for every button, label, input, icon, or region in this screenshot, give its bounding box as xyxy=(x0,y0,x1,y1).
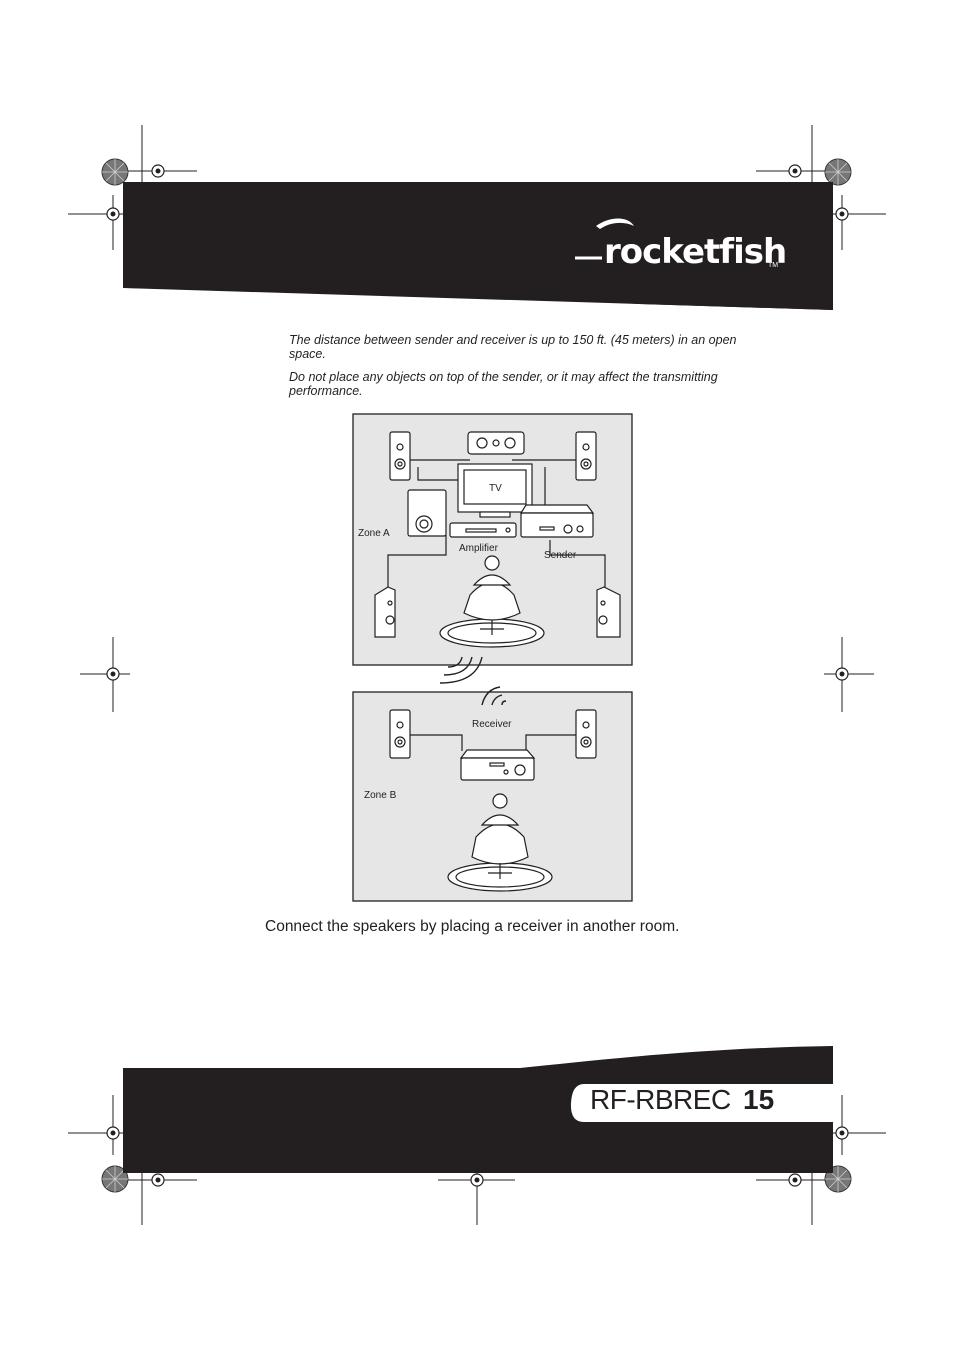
chair-zone-b xyxy=(471,823,529,865)
speaker-zone-b-right xyxy=(575,709,597,759)
logo-swoosh xyxy=(596,218,634,229)
speaker-front-right xyxy=(575,431,597,481)
receiver-label: Receiver xyxy=(472,719,512,730)
sender xyxy=(519,504,595,514)
model-number: RF-RBREC xyxy=(590,1084,731,1115)
receiver xyxy=(459,749,536,759)
note-placement: Do not place any objects on top of the s… xyxy=(289,370,718,398)
listener-zone-a xyxy=(484,555,500,571)
logo-trademark: TM xyxy=(768,262,779,269)
speaker-rear-left xyxy=(374,586,396,638)
tv-label: TV xyxy=(489,483,502,494)
figure-caption: Connect the speakers by placing a receiv… xyxy=(265,918,680,935)
amplifier-label: Amplifier xyxy=(459,543,499,554)
model-tab xyxy=(570,1084,833,1122)
speaker-rear-right xyxy=(596,586,621,638)
note-distance: The distance between sender and receiver… xyxy=(289,333,737,361)
sender-label: Sender xyxy=(544,550,577,561)
listener-zone-b xyxy=(492,793,508,809)
zone-a-label: Zone A xyxy=(358,528,390,539)
rocketfish-logo: rocketfish xyxy=(604,232,787,272)
speaker-zone-b-left xyxy=(389,709,411,759)
page-number: 15 xyxy=(743,1084,775,1115)
speaker-front-left xyxy=(389,431,411,481)
footer-band xyxy=(123,1046,833,1173)
wireless-waves xyxy=(439,656,507,706)
zone-b-label: Zone B xyxy=(364,790,397,801)
zone-diagram: TV Zone A Amplifier Sender Receiver Zone… xyxy=(352,413,633,902)
